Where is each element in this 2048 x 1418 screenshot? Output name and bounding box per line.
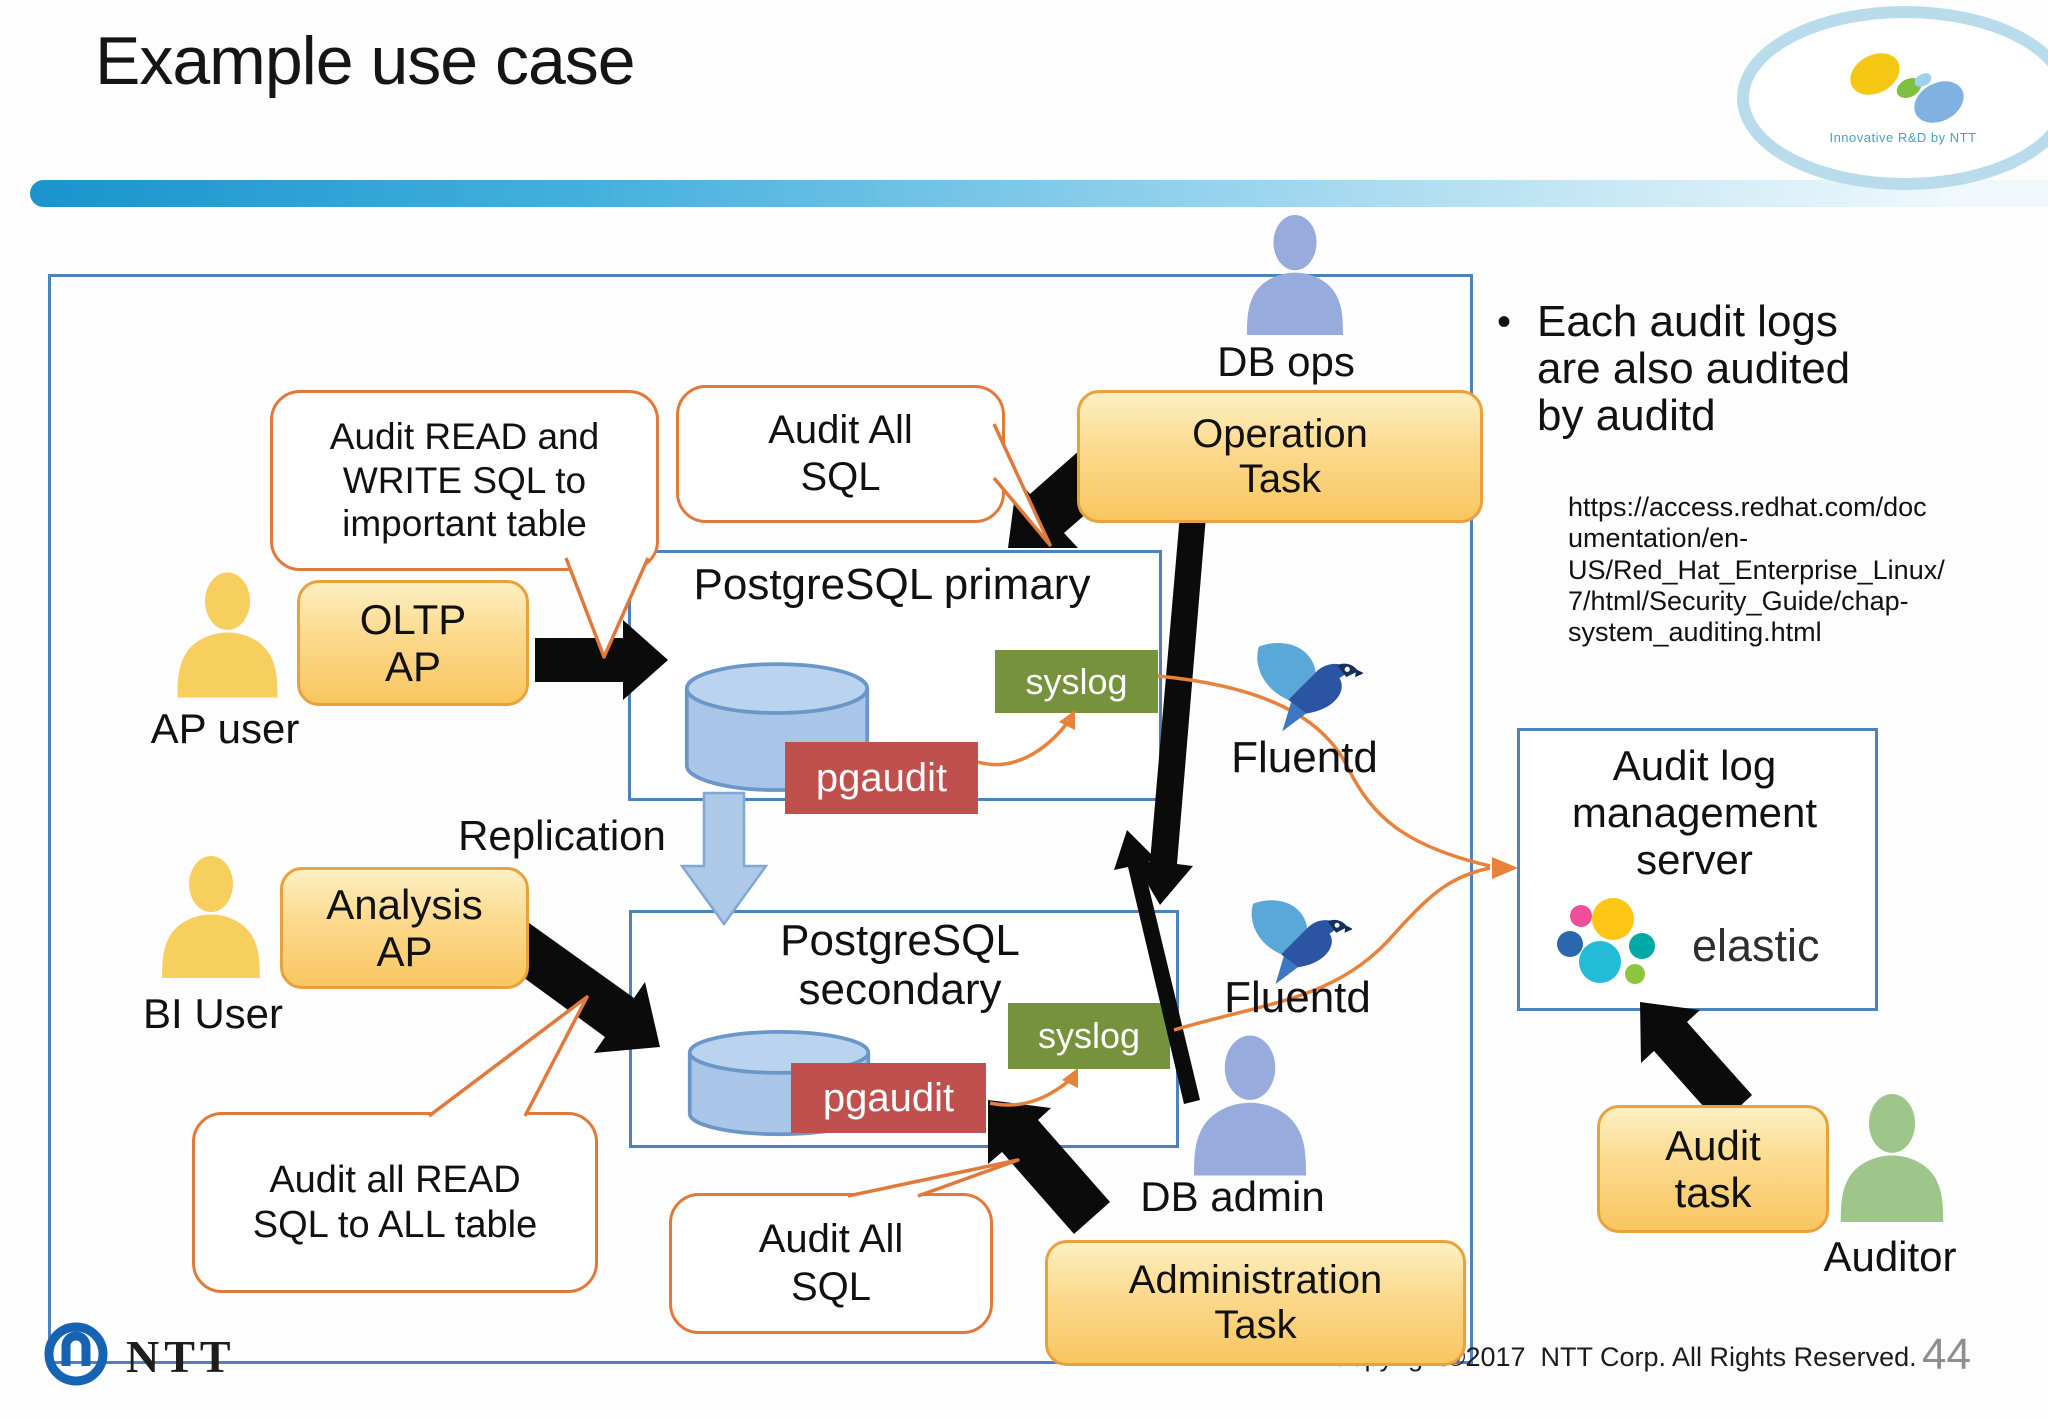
bubble-read-all: Audit all READ SQL to ALL table (192, 1112, 598, 1293)
elastic-wordmark: elastic (1692, 920, 1820, 971)
page-number: 44 (1922, 1330, 1971, 1379)
administration-task-box: Administration Task (1045, 1240, 1466, 1366)
db-admin-label: DB admin (1140, 1173, 1325, 1220)
db-admin-person-icon (1180, 1028, 1320, 1183)
fluentd-bottom-label: Fluentd (1224, 973, 1371, 1022)
header-divider-bar (30, 180, 2048, 207)
reference-url: https://access.redhat.com/doc umentation… (1568, 492, 1945, 648)
audit-task-box: Audit task (1597, 1105, 1829, 1233)
note-text: Each audit logs are also audited by audi… (1537, 297, 1851, 441)
ntt-rd-logo-caption: Innovative R&D by NTT (1829, 130, 1977, 145)
bubble-all-sql-top: Audit All SQL (676, 385, 1005, 523)
syslog-primary-chip: syslog (995, 650, 1158, 713)
bubble-read-write: Audit READ and WRITE SQL to important ta… (270, 390, 659, 571)
bubble-all-sql-bottom: Audit All SQL (669, 1193, 993, 1334)
bullet-dot: • (1497, 300, 1512, 344)
page-title: Example use case (95, 23, 636, 99)
elastic-logo-icon (1553, 898, 1683, 1001)
copyright-text: Copyright©2017 NTT Corp. All Rights Rese… (1330, 1342, 1917, 1372)
oltp-ap-box: OLTP AP (297, 580, 529, 706)
ntt-rd-logo: Innovative R&D by NTT (1733, 6, 2048, 196)
curve-arrowhead-server (1492, 857, 1518, 879)
note-block: • Each audit logs are also audited by au… (1497, 298, 1977, 439)
pgaudit-primary-chip: pgaudit (785, 742, 978, 814)
operation-task-box: Operation Task (1077, 390, 1483, 523)
bi-user-person-icon (150, 843, 272, 991)
auditor-label: Auditor (1823, 1233, 1957, 1280)
postgresql-secondary-title: PostgreSQL secondary (780, 916, 1020, 1015)
bi-user-label: BI User (142, 990, 284, 1037)
replication-label: Replication (458, 812, 666, 859)
ntt-footer-logo-icon (40, 1318, 112, 1392)
ap-user-person-icon (165, 560, 290, 710)
db-ops-label: DB ops (1217, 338, 1355, 385)
ntt-rd-logo-icon (1737, 6, 2048, 190)
postgresql-primary-title: PostgreSQL primary (693, 560, 1091, 609)
analysis-ap-box: Analysis AP (280, 867, 529, 989)
auditor-person-icon (1828, 1083, 1956, 1233)
db-ops-person-icon (1235, 200, 1355, 350)
fluentd-bird-top-icon (1245, 638, 1364, 743)
ntt-footer-wordmark: NTT (126, 1331, 236, 1382)
fluentd-top-label: Fluentd (1231, 733, 1378, 782)
audit-log-server-title: Audit log management server (1571, 742, 1818, 884)
ap-user-label: AP user (150, 705, 300, 752)
pgaudit-secondary-chip: pgaudit (791, 1063, 986, 1133)
